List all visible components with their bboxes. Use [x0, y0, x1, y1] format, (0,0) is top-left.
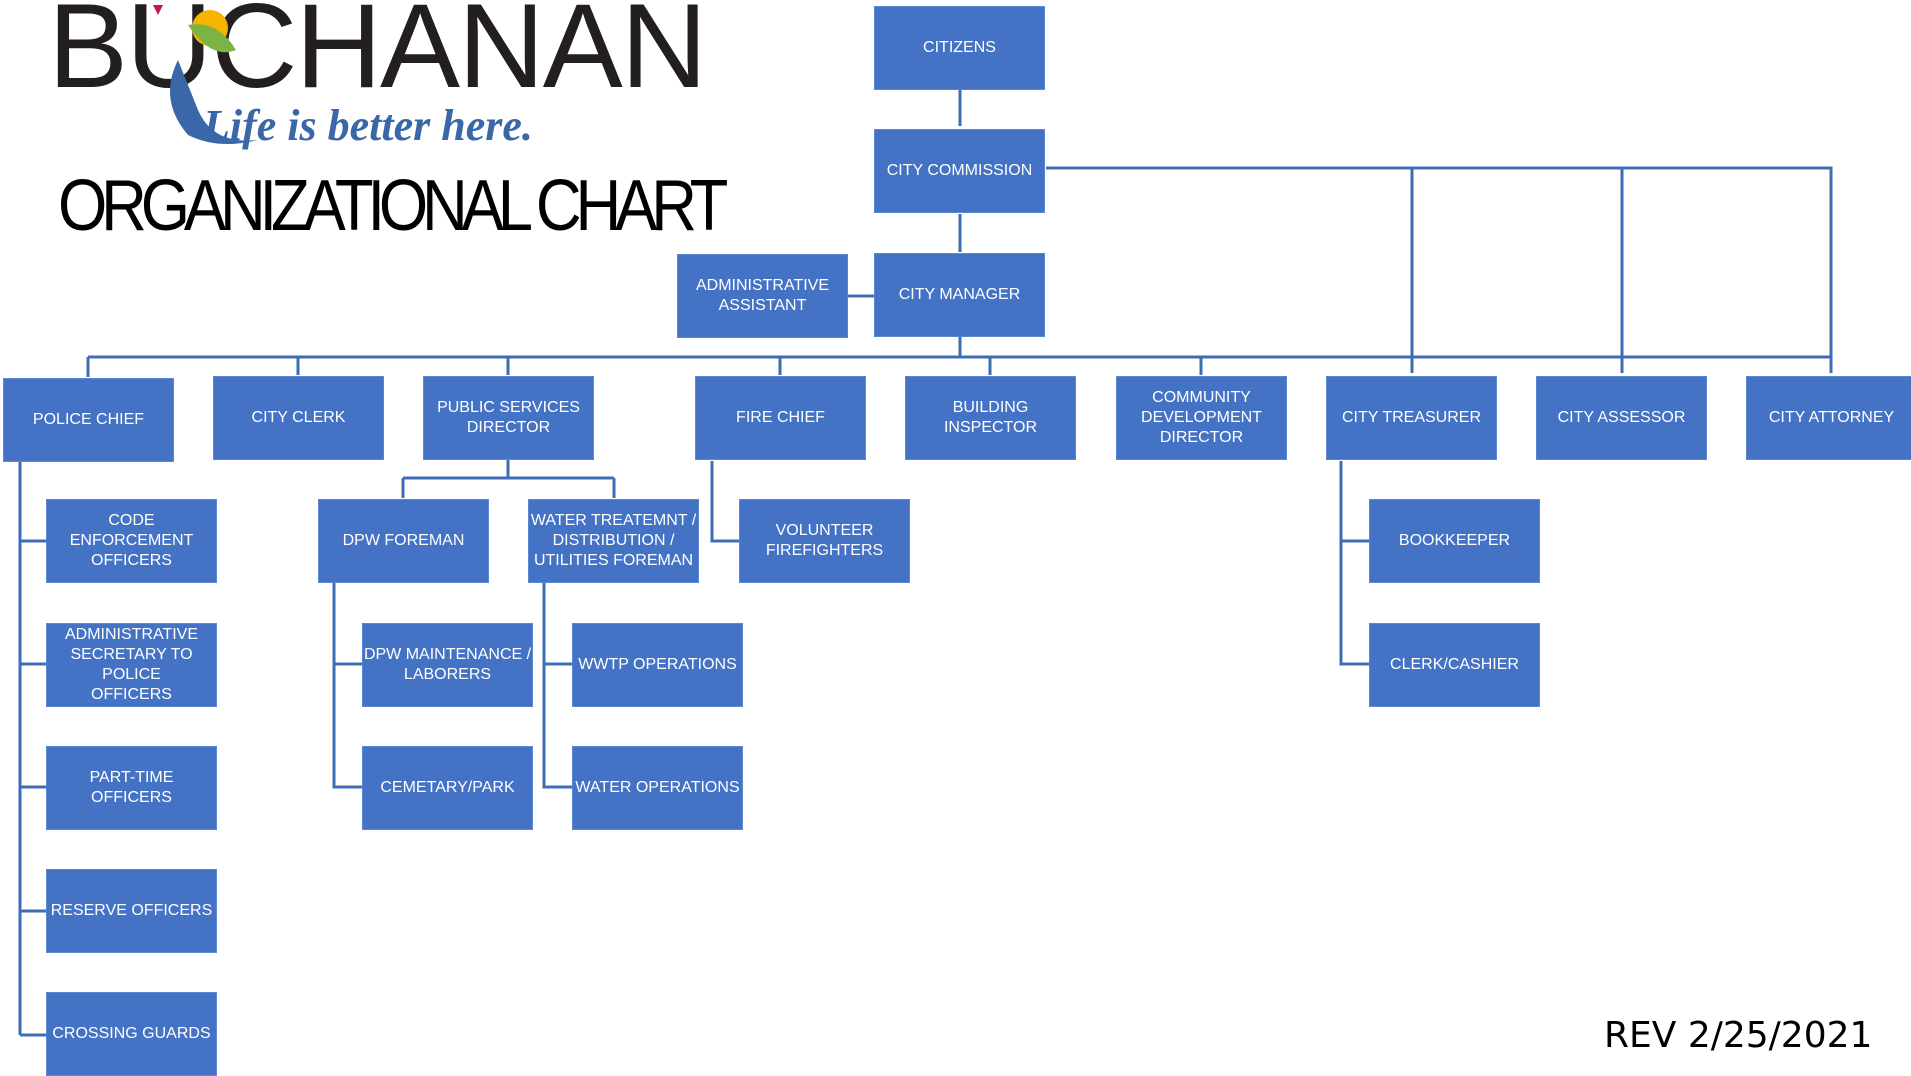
org-box-wwtp-operations: WWTP OPERATIONS	[572, 623, 743, 707]
page-title: ORGANIZATIONAL CHART	[58, 166, 728, 246]
org-box-city-commission: CITY COMMISSION	[874, 129, 1045, 213]
revision-date: REV 2/25/2021	[1604, 1015, 1873, 1056]
org-box-admin-secretary-police: ADMINISTRATIVE SECRETARY TO POLICE OFFIC…	[46, 623, 217, 707]
org-box-crossing-guards: CROSSING GUARDS	[46, 992, 217, 1076]
org-box-bookkeeper: BOOKKEEPER	[1369, 499, 1540, 583]
org-box-part-time-officers: PART-TIME OFFICERS	[46, 746, 217, 830]
org-box-city-attorney: CITY ATTORNEY	[1746, 376, 1911, 460]
org-box-code-enforcement-officers: CODE ENFORCEMENT OFFICERS	[46, 499, 217, 583]
org-box-community-development-director: COMMUNITY DEVELOPMENT DIRECTOR	[1116, 376, 1287, 460]
org-box-cemetery-park: CEMETARY/PARK	[362, 746, 533, 830]
org-box-public-services-director: PUBLIC SERVICES DIRECTOR	[423, 376, 594, 460]
org-box-reserve-officers: RESERVE OFFICERS	[46, 869, 217, 953]
org-box-dpw-maintenance: DPW MAINTENANCE / LABORERS	[362, 623, 533, 707]
org-box-city-manager: CITY MANAGER	[874, 253, 1045, 337]
org-box-fire-chief: FIRE CHIEF	[695, 376, 866, 460]
logo-wordmark: BUCHANAN	[48, 0, 707, 113]
org-box-administrative-assistant: ADMINISTRATIVE ASSISTANT	[677, 254, 848, 338]
org-box-building-inspector: BUILDING INSPECTOR	[905, 376, 1076, 460]
org-box-water-treatment-foreman: WATER TREATEMNT / DISTRIBUTION / UTILITI…	[528, 499, 699, 583]
logo-tagline: Life is better here.	[203, 101, 533, 150]
org-box-volunteer-firefighters: VOLUNTEER FIREFIGHTERS	[739, 499, 910, 583]
buchanan-logo: BUCHANAN Life is better here.	[48, 0, 707, 160]
org-box-citizens: CITIZENS	[874, 6, 1045, 90]
org-box-police-chief: POLICE CHIEF	[3, 378, 174, 462]
org-box-city-treasurer: CITY TREASURER	[1326, 376, 1497, 460]
logo-leaf-swoosh-icon	[153, 5, 258, 144]
org-box-dpw-foreman: DPW FOREMAN	[318, 499, 489, 583]
org-box-city-assessor: CITY ASSESSOR	[1536, 376, 1707, 460]
org-box-clerk-cashier: CLERK/CASHIER	[1369, 623, 1540, 707]
org-box-city-clerk: CITY CLERK	[213, 376, 384, 460]
org-box-water-operations: WATER OPERATIONS	[572, 746, 743, 830]
